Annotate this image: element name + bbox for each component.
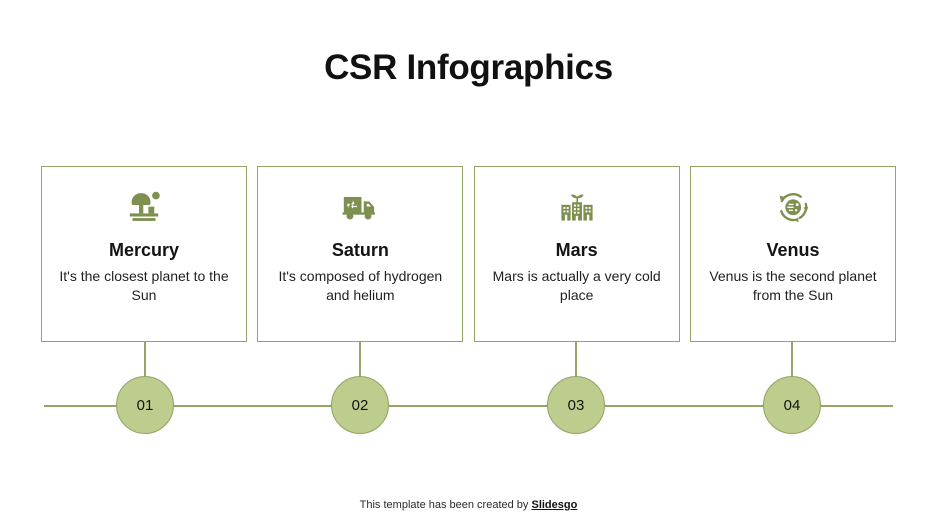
card-description: It's composed of hydrogen and helium xyxy=(278,268,443,303)
card-title: Saturn xyxy=(331,240,389,260)
card-description: Venus is the second planet from the Sun xyxy=(709,268,877,303)
green-city-buildings-icon xyxy=(554,184,600,230)
card-title: Venus xyxy=(766,240,820,260)
connector-line-02 xyxy=(359,342,361,378)
connector-line-01 xyxy=(144,342,146,378)
page-title: CSR Infographics xyxy=(324,48,613,87)
card-title: Mercury xyxy=(108,240,180,260)
slidesgo-link[interactable]: Slidesgo xyxy=(531,499,578,511)
card-venus[interactable]: Venus Venus is the second planet from th… xyxy=(689,166,896,342)
recycling-truck-icon xyxy=(337,184,383,230)
timeline-node-03[interactable]: 03 xyxy=(547,376,605,434)
card-title: Mars xyxy=(555,240,598,260)
recycle-globe-icon xyxy=(770,184,816,230)
card-saturn[interactable]: Saturn It's composed of hydrogen and hel… xyxy=(257,166,464,342)
connector-line-03 xyxy=(575,342,577,378)
card-description: It's the closest planet to the Sun xyxy=(59,268,229,303)
card-mercury[interactable]: Mercury It's the closest planet to the S… xyxy=(41,166,247,342)
tree-park-icon xyxy=(121,184,167,230)
cards-row: Mercury It's the closest planet to the S… xyxy=(41,166,896,342)
timeline-node-01[interactable]: 01 xyxy=(116,376,174,434)
timeline-axis-line xyxy=(44,405,893,407)
timeline-node-04[interactable]: 04 xyxy=(763,376,821,434)
footer-credit: This template has been created by Slides… xyxy=(0,498,937,513)
timeline-node-02[interactable]: 02 xyxy=(331,376,389,434)
connector-line-04 xyxy=(791,342,793,378)
card-description: Mars is actually a very cold place xyxy=(492,268,661,303)
card-mars[interactable]: Mars Mars is actually a very cold place xyxy=(473,166,680,342)
footer-credit-text: This template has been created by xyxy=(359,499,532,511)
